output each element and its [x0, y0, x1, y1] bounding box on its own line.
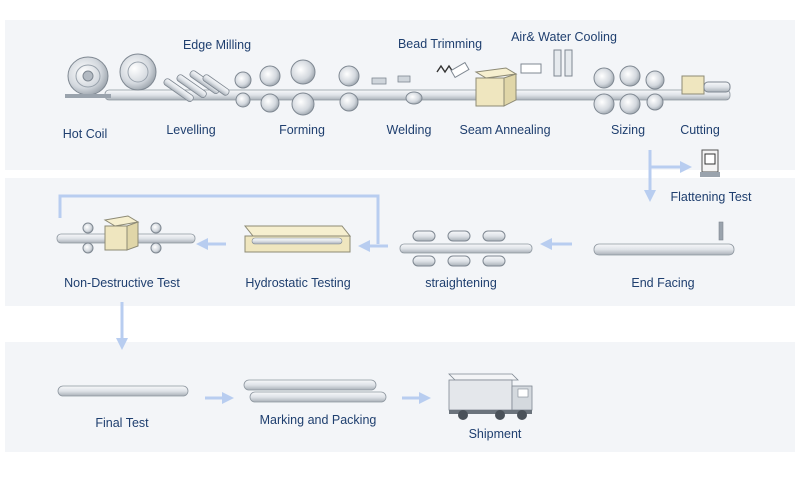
label-welding: Welding [386, 123, 432, 137]
label-forming: Forming [279, 123, 325, 137]
label-straightening: straightening [425, 276, 497, 290]
label-edge-milling: Edge Milling [182, 38, 252, 52]
label-levelling: Levelling [166, 123, 216, 137]
bypass-loop-line [58, 194, 380, 244]
end-facing-pipe-icon [593, 221, 735, 256]
label-air-water-cooling: Air& Water Cooling [511, 30, 617, 44]
truck-icon [448, 373, 533, 420]
label-end-facing: End Facing [631, 276, 695, 290]
uncoiler-icon [119, 53, 157, 91]
sizing-rollers-icon [593, 65, 665, 115]
label-non-destructive-test: Non-Destructive Test [64, 276, 180, 290]
hydrostatic-tester-icon [243, 225, 352, 253]
flattening-test-icon [700, 149, 720, 177]
label-marking-and-packing: Marking and Packing [259, 413, 377, 427]
row-panel-3 [5, 342, 795, 452]
label-hydrostatic-testing: Hydrostatic Testing [245, 276, 351, 290]
seam-annealing-unit-icon [474, 67, 518, 107]
forming-rollers-icon [234, 59, 360, 116]
cutting-unit-icon [681, 75, 731, 95]
label-final-test: Final Test [95, 416, 149, 430]
label-cutting: Cutting [680, 123, 720, 137]
bead-trimming-tool-icon [436, 61, 470, 79]
welding-unit-icon [371, 75, 423, 105]
marking-packing-pipes-icon [243, 379, 387, 403]
label-sizing: Sizing [610, 123, 646, 137]
levelling-rollers-icon [163, 70, 230, 103]
label-flattening-test: Flattening Test [670, 190, 752, 204]
cooling-unit-icon [520, 49, 573, 77]
straightening-machine-icon [399, 230, 533, 267]
ndt-machine-icon [56, 215, 196, 254]
label-seam-annealing: Seam Annealing [459, 123, 551, 137]
final-test-pipe-icon [57, 385, 189, 397]
label-shipment: Shipment [468, 427, 522, 441]
hot-coil-icon [65, 56, 111, 98]
label-bead-trimming: Bead Trimming [397, 37, 483, 51]
label-hot-coil: Hot Coil [62, 127, 108, 141]
